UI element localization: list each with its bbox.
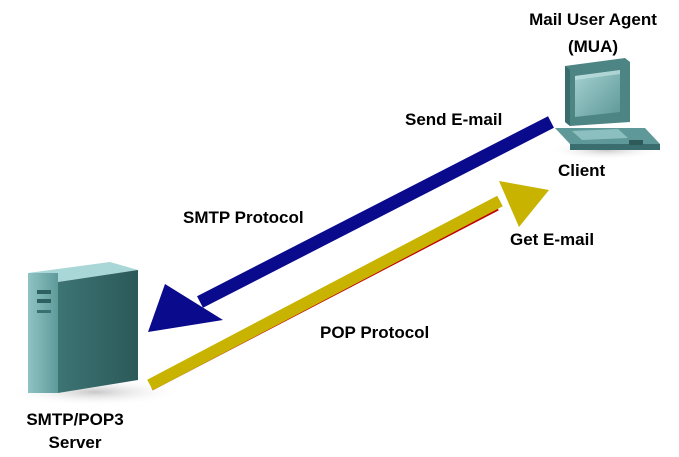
computer-icon [548,58,664,160]
server-label-line2: Server [48,433,102,452]
send-email-label: Send E-mail [405,110,503,129]
client-title-line2: (MUA) [567,37,619,56]
get-email-arrow [147,181,549,391]
pop-protocol-label: POP Protocol [320,323,430,342]
client-title-line1: Mail User Agent [529,10,657,29]
server-tower-icon [7,262,183,406]
get-email-label: Get E-mail [510,230,595,249]
client-label: Client [558,161,606,180]
send-email-arrow [148,116,554,332]
smtp-protocol-label: SMTP Protocol [183,208,304,227]
server-label-line1: SMTP/POP3 [26,410,124,429]
